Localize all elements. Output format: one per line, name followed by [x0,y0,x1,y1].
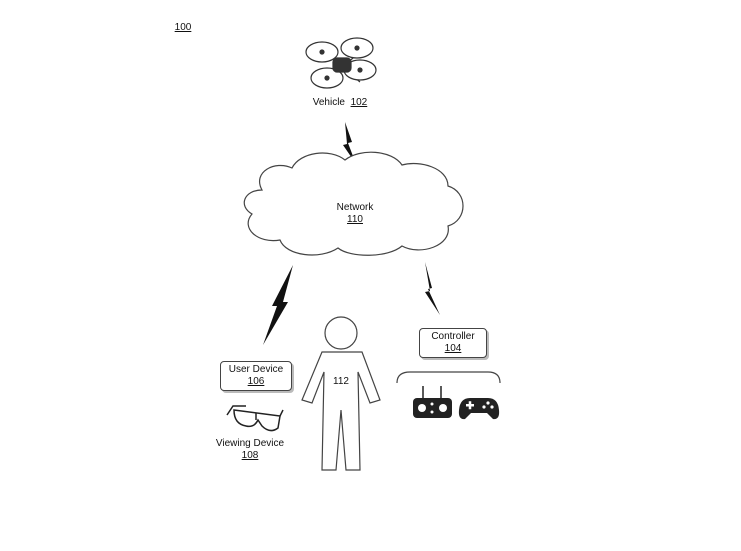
viewing-device-ref: 108 [205,450,295,462]
remote-controller-icon [413,386,452,418]
viewing-device-label-text: Viewing Device [205,438,295,450]
vehicle-label-text: Vehicle [313,97,345,108]
gamepad-icon [459,398,499,419]
vehicle-label: Vehicle 102 [300,97,380,109]
controller-ref: 104 [420,343,486,355]
figure-ref: 100 [168,22,198,34]
controller-label: Controller [420,331,486,343]
viewing-device-label: Viewing Device 108 [205,438,295,462]
user-device-label: User Device [221,364,291,376]
user-device-box: User Device 106 [220,361,292,391]
quadcopter-drone-icon [306,38,376,88]
vehicle-ref: 102 [351,97,368,108]
person-icon [302,317,380,470]
network-ref: 110 [320,214,390,226]
wireless-link-user-device-icon [263,265,293,345]
network-label: Network 110 [320,202,390,226]
wireless-link-controller-icon [425,262,440,315]
user-device-ref: 106 [221,376,291,388]
user-ref: 112 [326,376,356,388]
controller-box: Controller 104 [419,328,487,358]
vr-glasses-icon [227,406,283,431]
controller-brace [397,372,500,383]
network-label-text: Network [320,202,390,214]
